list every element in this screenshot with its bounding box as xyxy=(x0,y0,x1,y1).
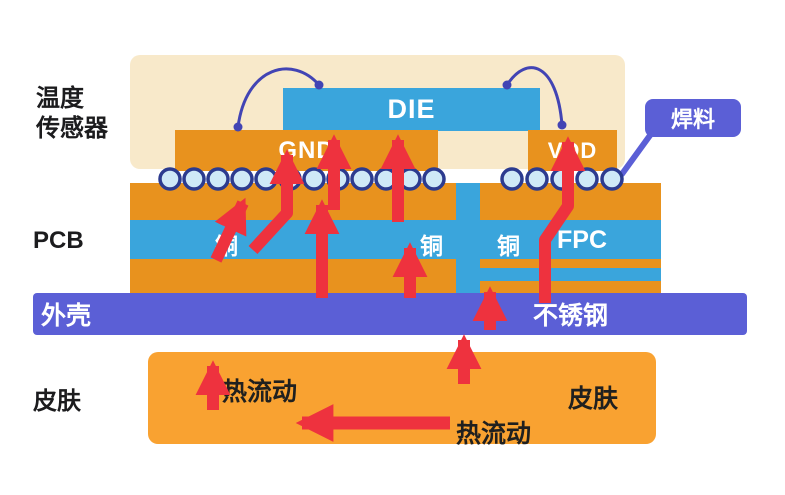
housing-label: 外壳 xyxy=(41,302,92,330)
heat-flow-label-upper: 热流动 xyxy=(222,378,298,406)
copper-label-left: 铜 xyxy=(215,233,238,259)
housing-bar: 外壳 不锈钢 xyxy=(33,293,747,335)
heat-flow-label-lower: 热流动 xyxy=(456,420,532,448)
gnd-label: GND xyxy=(278,136,335,164)
pcb-via-strip xyxy=(456,183,480,295)
copper-label-mid: 铜 xyxy=(420,233,443,259)
gnd-pad: GND xyxy=(175,130,438,171)
skin-label-inner: 皮肤 xyxy=(568,385,619,413)
solder-callout-label: 焊料 xyxy=(670,107,715,132)
solder-callout-pointer xyxy=(619,131,654,177)
housing-material-label: 不锈钢 xyxy=(533,302,609,330)
vdd-pad: VDD xyxy=(528,130,617,171)
copper-layer-left xyxy=(130,220,456,259)
solder-callout: 焊料 xyxy=(645,99,741,137)
label-temperature-sensor-line2: 传感器 xyxy=(36,115,108,142)
die-label: DIE xyxy=(387,94,436,124)
copper-layer-right-thin xyxy=(480,268,661,281)
vdd-label: VDD xyxy=(547,137,598,163)
label-temperature-sensor: 温度 传感器 xyxy=(36,84,108,144)
skin-block: 热流动 皮肤 热流动 xyxy=(148,352,656,448)
label-temperature-sensor-line1: 温度 xyxy=(36,85,84,112)
label-skin-left: 皮肤 xyxy=(33,388,81,415)
pcb-block-left xyxy=(130,183,456,295)
label-pcb: PCB xyxy=(33,227,84,254)
fpc-label: FPC xyxy=(557,226,607,254)
copper-label-right: 铜 xyxy=(497,233,520,259)
die-block: DIE xyxy=(283,88,540,131)
